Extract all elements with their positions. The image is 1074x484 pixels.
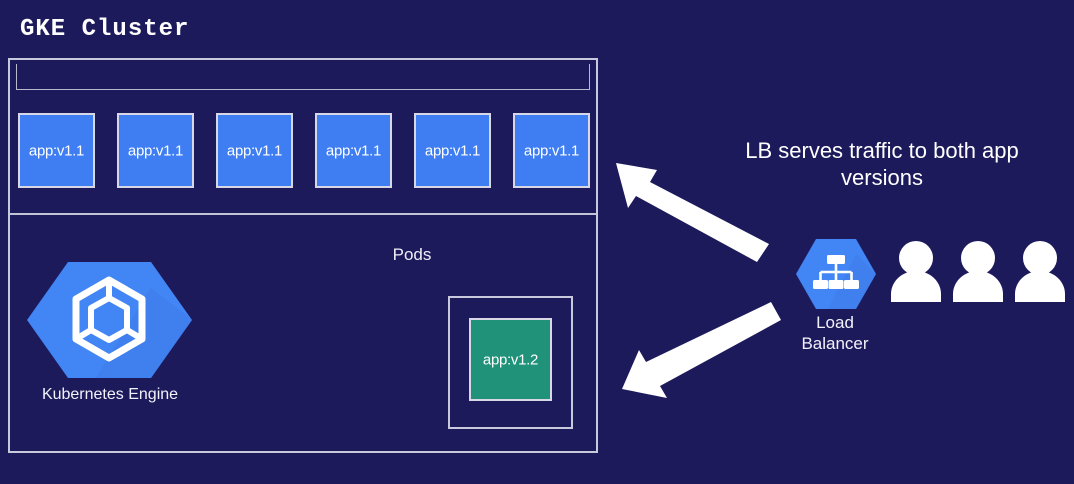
load-balancer-caption-line2: Balancer <box>801 334 869 354</box>
pod-box[interactable]: app:v1.1 <box>117 113 194 188</box>
load-balancer-group: Load Balancer <box>787 238 883 363</box>
gke-cluster-box <box>8 58 598 453</box>
pod-box[interactable]: app:v1.1 <box>315 113 392 188</box>
lb-note-line1: LB serves traffic to both app <box>745 138 1019 163</box>
kubernetes-engine-caption: Kubernetes Engine <box>41 386 179 403</box>
users-group <box>889 240 1069 302</box>
user-icon <box>953 241 1003 302</box>
load-balancer-caption: Load Balancer <box>779 312 891 355</box>
pod-box[interactable]: app:v1.1 <box>216 113 293 188</box>
pod-label: app:v1.1 <box>523 142 580 159</box>
pod-label: app:v1.1 <box>28 142 85 159</box>
cluster-header-strip <box>16 64 590 90</box>
pod-box[interactable]: app:v1.1 <box>18 113 95 188</box>
pod-label: app:v1.1 <box>127 142 184 159</box>
pod-box[interactable]: app:v1.1 <box>414 113 491 188</box>
pod-label: app:v1.1 <box>424 142 481 159</box>
canary-pod-frame <box>448 296 573 429</box>
canary-pod-box[interactable]: app:v1.2 <box>469 318 552 401</box>
canary-pod-label: app:v1.2 <box>482 351 539 368</box>
arrow-lb-to-v2-pod <box>622 302 781 398</box>
user-icon <box>1015 241 1065 302</box>
page-title: GKE Cluster <box>20 16 190 43</box>
pods-row: app:v1.1 app:v1.1 app:v1.1 app:v1.1 app:… <box>18 113 590 188</box>
user-icon <box>891 241 941 302</box>
pods-section-divider <box>10 213 596 215</box>
pods-section-label: Pods <box>392 245 432 264</box>
load-balancer-hexagon-icon <box>796 239 876 309</box>
kubernetes-engine-hexagon-icon <box>27 262 192 378</box>
pod-label: app:v1.1 <box>325 142 382 159</box>
pod-box[interactable]: app:v1.1 <box>513 113 590 188</box>
lb-note-line2: versions <box>841 164 923 190</box>
kubernetes-engine-group: Kubernetes Engine <box>26 260 196 420</box>
load-balancer-caption-line1: Load <box>816 313 854 332</box>
pod-label: app:v1.1 <box>226 142 283 159</box>
lb-note: LB serves traffic to both app versions <box>712 138 1052 192</box>
